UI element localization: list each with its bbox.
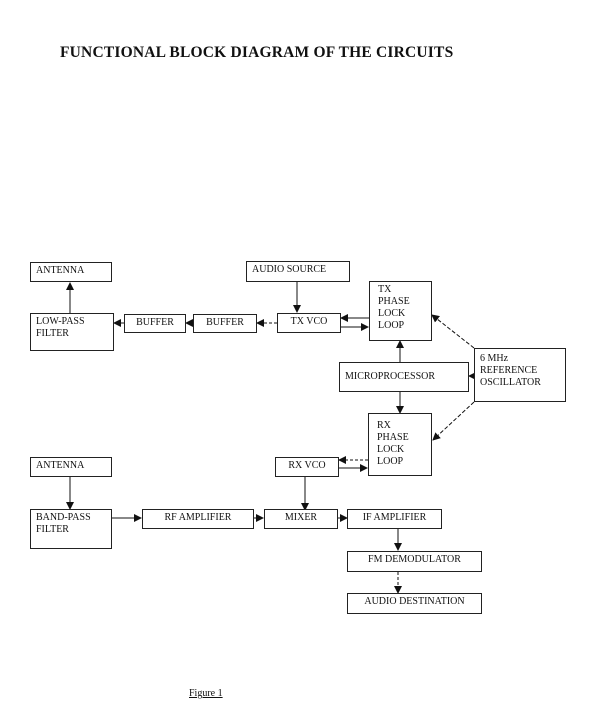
if-amplifier-block: IF AMPLIFIER — [347, 509, 442, 529]
audio-destination-block: AUDIO DESTINATION — [347, 593, 482, 614]
figure-caption: Figure 1 — [189, 688, 223, 699]
audio-source-block: AUDIO SOURCE — [246, 261, 350, 282]
arrow-ref-to-rxpll — [432, 401, 475, 441]
rf-amplifier-block: RF AMPLIFIER — [142, 509, 254, 529]
buffer2-block: BUFFER — [193, 314, 257, 333]
tx-pll-block: TX PHASE LOCK LOOP — [369, 281, 432, 341]
fm-demodulator-block: FM DEMODULATOR — [347, 551, 482, 572]
microprocessor-block: MICROPROCESSOR — [339, 362, 469, 392]
rx-vco-block: RX VCO — [275, 457, 339, 477]
tx-vco-block: TX VCO — [277, 313, 341, 333]
antenna-rx-block: ANTENNA — [30, 457, 112, 477]
lowpass-filter-block: LOW-PASS FILTER — [30, 313, 114, 351]
bandpass-filter-block: BAND-PASS FILTER — [30, 509, 112, 549]
diagram-title: FUNCTIONAL BLOCK DIAGRAM OF THE CIRCUITS — [60, 44, 454, 61]
mixer-block: MIXER — [264, 509, 338, 529]
reference-oscillator-block: 6 MHz REFERENCE OSCILLATOR — [474, 348, 566, 402]
arrow-ref-to-txpll — [431, 314, 475, 349]
buffer1-block: BUFFER — [124, 314, 186, 333]
antenna-tx-block: ANTENNA — [30, 262, 112, 282]
rx-pll-block: RX PHASE LOCK LOOP — [368, 413, 432, 476]
